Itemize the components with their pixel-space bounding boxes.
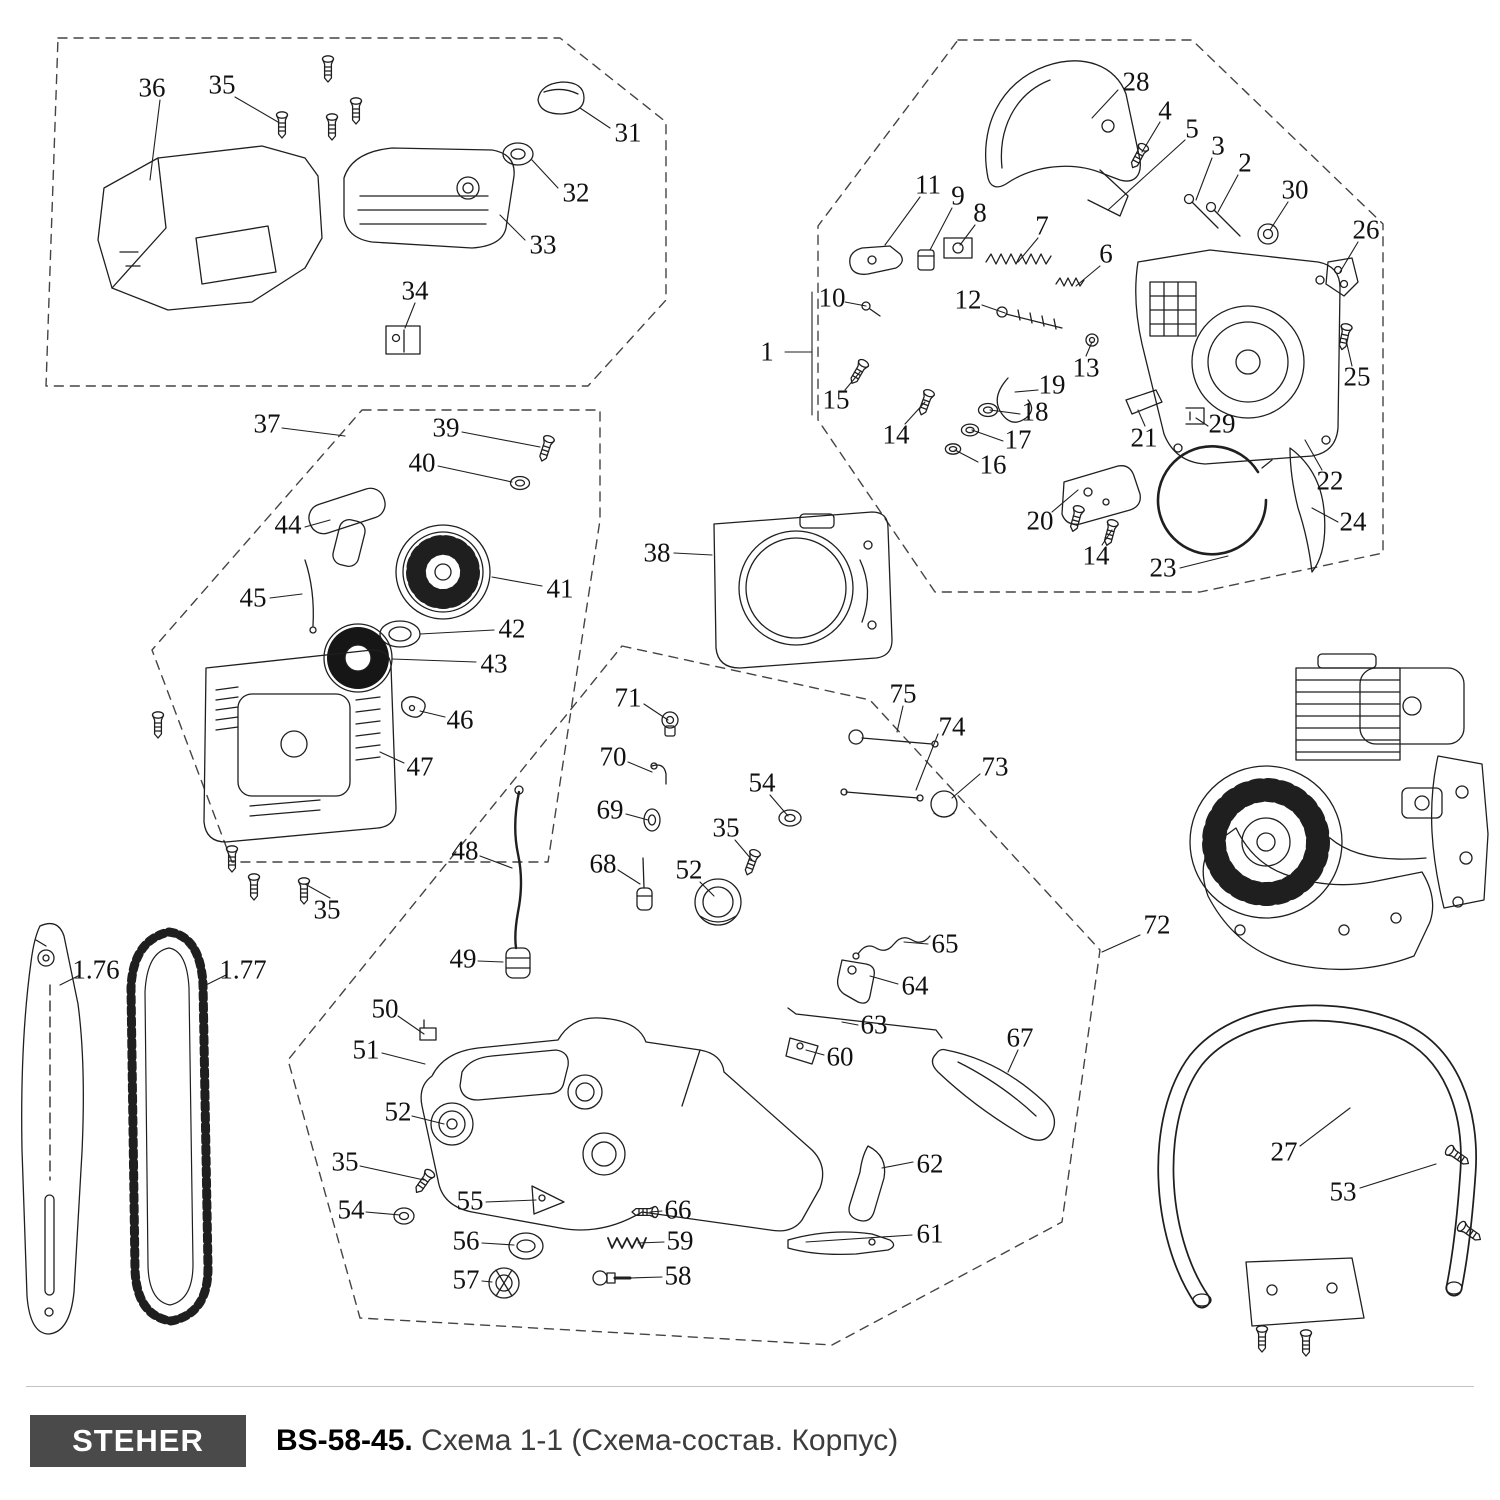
brand-name: STEHER [72,1423,204,1458]
starter-assembly-drawing [151,433,556,905]
diagram-canvas [0,0,1500,1357]
crankcase-group-boundary [818,40,1383,592]
steher-logo-icon [0,1386,30,1416]
cover-assembly-drawing [98,55,584,354]
scheme-title: Схема 1-1 (Схема-состав. Корпус) [421,1424,899,1457]
tank-group-boundary [288,646,1100,1345]
diagram-caption: BS-58-45. Схема 1-1 (Схема-состав. Корпу… [276,1424,898,1458]
engine-drawing [1190,654,1488,969]
footer: STEHER BS-58-45. Схема 1-1 (Схема-состав… [0,1386,1500,1467]
model-number: BS-58-45. [276,1424,413,1457]
handlebar-drawing [1166,1013,1485,1357]
tank-assembly-drawing [394,712,1054,1298]
starter-group-boundary [152,410,600,862]
leader-lines [60,90,1436,1282]
chain-drawing [131,932,208,1321]
cover-group-boundary [46,38,666,386]
steher-logo: STEHER [30,1415,246,1467]
group-boundaries [46,38,1383,1345]
guide-bar-drawing [22,924,84,1334]
fan-shroud-drawing [714,512,892,668]
crankcase-assembly-drawing [846,61,1358,572]
footer-divider [26,1386,1474,1387]
